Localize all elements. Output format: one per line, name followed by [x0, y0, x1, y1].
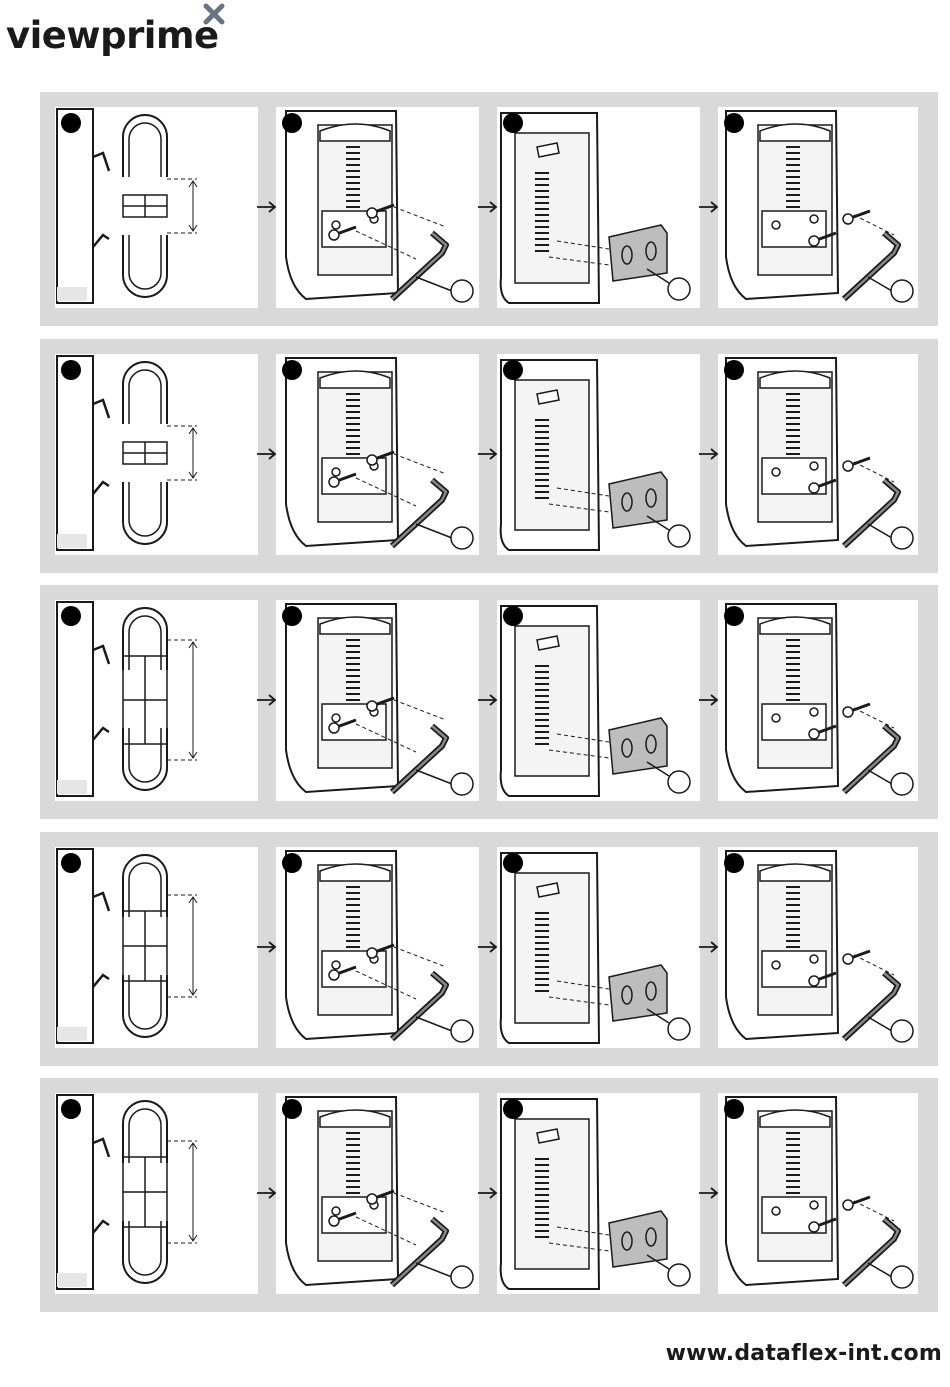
brand-logo: viewprime [6, 14, 219, 57]
instruction-row-4 [40, 832, 938, 1066]
step-panel-fasten-screws [718, 847, 918, 1048]
arrow-right-icon [476, 1185, 500, 1201]
arrow-right-icon [476, 446, 500, 462]
step-panel-profile-measure [55, 1093, 258, 1294]
profile-measure-illustration [55, 847, 258, 1048]
profile-measure-illustration [55, 354, 258, 555]
fasten-screws-illustration [718, 107, 918, 308]
step-panel-remove-screws [276, 600, 479, 801]
arrow-right-icon [697, 199, 721, 215]
attach-bracket-illustration [497, 354, 700, 555]
step-panel-profile-measure [55, 107, 258, 308]
step-panel-remove-screws [276, 354, 479, 555]
arrow-right-icon [697, 1185, 721, 1201]
fasten-screws-illustration [718, 600, 918, 801]
fasten-screws-illustration [718, 354, 918, 555]
arrow-right-icon [476, 199, 500, 215]
arrow-right-icon [255, 939, 279, 955]
step-panel-profile-measure [55, 600, 258, 801]
step-panel-profile-measure [55, 847, 258, 1048]
step-panel-remove-screws [276, 107, 479, 308]
attach-bracket-illustration [497, 847, 700, 1048]
step-panel-attach-bracket [497, 600, 700, 801]
step-panel-profile-measure [55, 354, 258, 555]
step-panel-attach-bracket [497, 107, 700, 308]
fasten-screws-illustration [718, 1093, 918, 1294]
attach-bracket-illustration [497, 1093, 700, 1294]
fasten-screws-illustration [718, 847, 918, 1048]
step-panel-fasten-screws [718, 107, 918, 308]
arrow-right-icon [255, 692, 279, 708]
step-panel-fasten-screws [718, 1093, 918, 1294]
arrow-right-icon [476, 692, 500, 708]
instruction-row-1 [40, 92, 938, 326]
arrow-right-icon [255, 1185, 279, 1201]
step-panel-attach-bracket [497, 354, 700, 555]
remove-screws-illustration [276, 1093, 479, 1294]
step-panel-attach-bracket [497, 847, 700, 1048]
remove-screws-illustration [276, 354, 479, 555]
website-link[interactable]: www.dataflex-int.com [666, 1341, 942, 1366]
attach-bracket-illustration [497, 107, 700, 308]
instruction-row-3 [40, 585, 938, 819]
remove-screws-illustration [276, 600, 479, 801]
arrow-right-icon [697, 692, 721, 708]
step-panel-fasten-screws [718, 354, 918, 555]
remove-screws-illustration [276, 107, 479, 308]
arrow-right-icon [255, 446, 279, 462]
x-mark-icon [200, 0, 230, 30]
arrow-right-icon [697, 939, 721, 955]
attach-bracket-illustration [497, 600, 700, 801]
step-panel-remove-screws [276, 847, 479, 1048]
arrow-right-icon [255, 199, 279, 215]
instruction-row-5 [40, 1078, 938, 1312]
instruction-row-2 [40, 339, 938, 573]
profile-measure-illustration [55, 600, 258, 801]
profile-measure-illustration [55, 1093, 258, 1294]
remove-screws-illustration [276, 847, 479, 1048]
arrow-right-icon [476, 939, 500, 955]
profile-measure-illustration [55, 107, 258, 308]
step-panel-remove-screws [276, 1093, 479, 1294]
step-panel-attach-bracket [497, 1093, 700, 1294]
arrow-right-icon [697, 446, 721, 462]
step-panel-fasten-screws [718, 600, 918, 801]
